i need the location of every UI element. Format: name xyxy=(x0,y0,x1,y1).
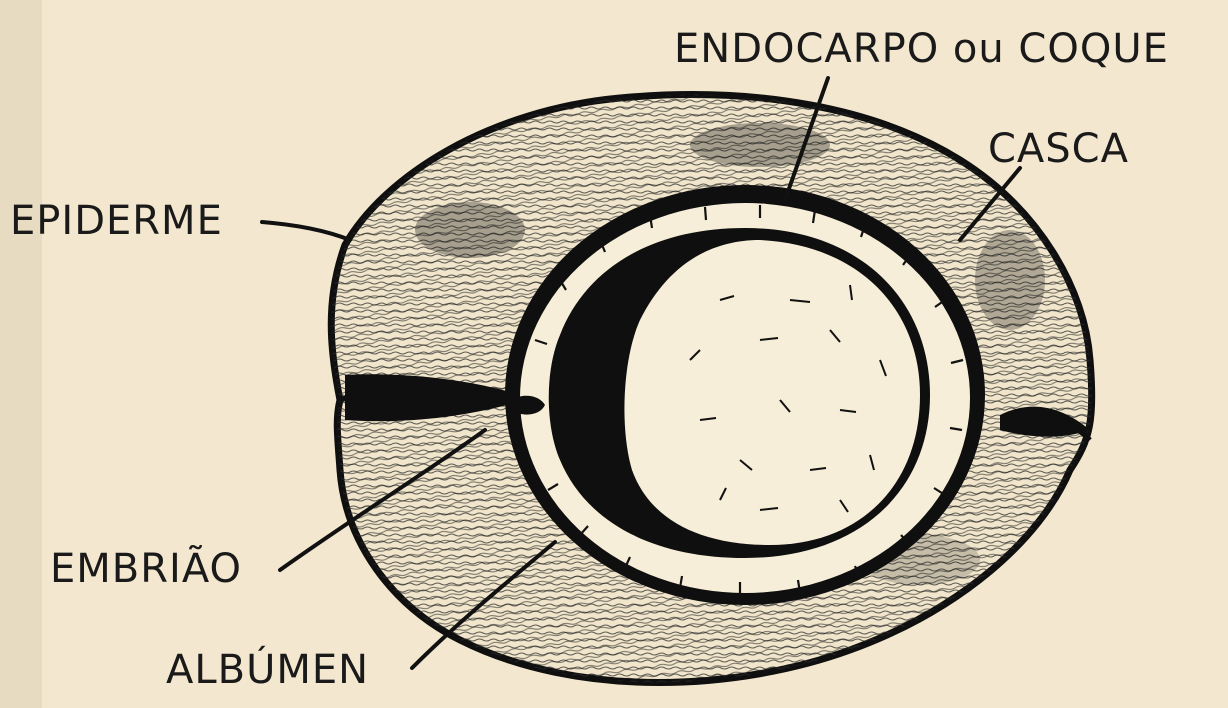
leader-epiderme xyxy=(262,222,350,240)
label-embriao: EMBRIÃO xyxy=(50,544,242,592)
label-endocarpo: ENDOCARPO ou COQUE xyxy=(674,26,1169,72)
cavity xyxy=(624,240,920,545)
endocarp-shell xyxy=(505,185,985,605)
paper-edge-shade xyxy=(0,0,42,708)
label-epiderme: EPIDERME xyxy=(10,198,223,244)
label-albumen: ALBÚMEN xyxy=(166,645,369,693)
label-casca: CASCA xyxy=(988,126,1129,172)
